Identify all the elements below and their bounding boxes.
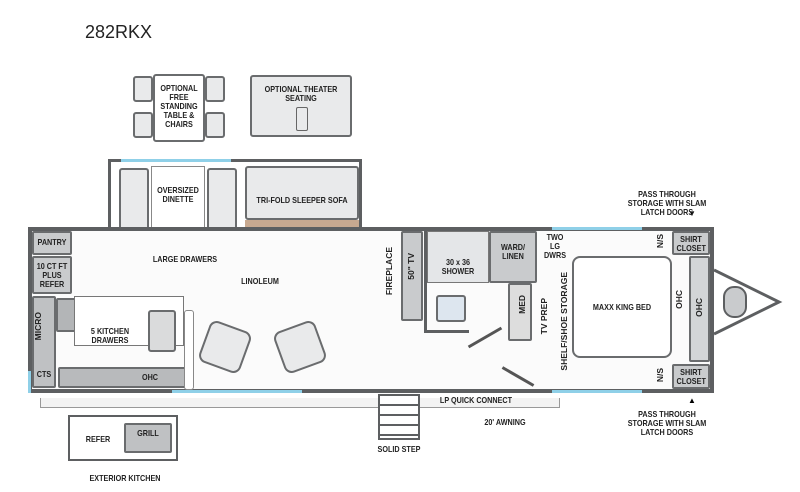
pass-through-top-label: PASS THROUGH STORAGE WITH SLAM LATCH DOO…: [627, 189, 707, 217]
ns-bottom-label: N/S: [655, 368, 665, 383]
shirt-closet-bottom: SHIRT CLOSET: [672, 364, 710, 389]
dinette-label: OVERSIZED DINETTE: [157, 185, 199, 204]
arrow-up-icon: ▲: [688, 396, 696, 405]
stove: [56, 298, 76, 332]
ext-kitchen-label: EXTERIOR KITCHEN: [89, 473, 161, 483]
shower: 30 x 36 SHOWER: [427, 231, 489, 283]
medicine-cabinet: MED: [508, 283, 532, 341]
micro-label: MICRO: [33, 312, 43, 341]
shelf-label: SHELF/SHOE STORAGE: [559, 272, 569, 371]
linoleum-label: LINOLEUM: [241, 276, 279, 286]
awning: [40, 398, 560, 408]
awning-label: 20' AWNING: [484, 417, 526, 427]
exterior-kitchen: REFER GRILL: [68, 415, 178, 461]
optional-table-group: OPTIONAL FREE STANDING TABLE & CHAIRS: [133, 74, 225, 142]
sink: [148, 310, 176, 352]
optional-table-label: OPTIONAL FREE STANDING TABLE & CHAIRS: [160, 83, 198, 129]
refrigerator: 10 CT FT PLUS REFER: [32, 256, 72, 294]
ns-top-label: N/S: [655, 234, 665, 249]
pass-through-bottom-label: PASS THROUGH STORAGE WITH SLAM LATCH DOO…: [627, 409, 707, 437]
ohc-kitchen-label: OHC: [141, 372, 159, 382]
kitchen-drawers-label: 5 KITCHEN DRAWERS: [90, 326, 130, 345]
shirt-closet-label: SHIRT CLOSET: [676, 367, 706, 386]
lp-label: LP QUICK CONNECT: [439, 395, 513, 405]
optional-theater-seating: OPTIONAL THEATER SEATING: [250, 75, 352, 137]
shower-label: 30 x 36 SHOWER: [441, 257, 475, 276]
grill-label: GRILL: [137, 428, 159, 438]
large-drawers-label: LARGE DRAWERS: [146, 255, 224, 264]
ext-refer-label: REFER: [85, 434, 111, 444]
optional-theater-label: OPTIONAL THEATER SEATING: [264, 84, 338, 103]
stove-counter: MICRO CTS: [32, 296, 56, 388]
shirt-closet-top: SHIRT CLOSET: [672, 231, 710, 255]
bed: MAXX KING BED: [572, 256, 672, 358]
bed-label: MAXX KING BED: [592, 302, 652, 312]
fireplace-tv: FIREPLACE 50" TV: [384, 231, 423, 321]
tv-prep-label: TV PREP: [539, 298, 549, 335]
ohc-label: OHC: [674, 290, 684, 309]
bed-ohc: OHC: [689, 256, 710, 362]
med-label: MED: [517, 295, 527, 314]
entry-step: [378, 394, 420, 440]
step-label: SOLID STEP: [377, 444, 421, 454]
fireplace-label: FIREPLACE: [384, 247, 394, 296]
cts-label: CTS: [36, 369, 52, 379]
arrow-down-icon: ▼: [688, 209, 696, 218]
toilet: [436, 295, 466, 322]
shirt-closet-label: SHIRT CLOSET: [676, 234, 706, 253]
sofa-label: TRI-FOLD SLEEPER SOFA: [256, 195, 348, 205]
ohc-label: OHC: [694, 298, 704, 317]
kitchen-ohc: OHC: [58, 367, 186, 388]
refer-label: 10 CT FT PLUS REFER: [36, 261, 68, 289]
tv-label: 50" TV: [406, 253, 416, 280]
floorplan-title: 282RKX: [85, 22, 153, 42]
wardrobe-linen: WARD/ LINEN: [489, 231, 537, 283]
pantry: PANTRY: [32, 231, 72, 255]
grill: GRILL: [124, 423, 172, 453]
ward-label: WARD/ LINEN: [500, 242, 526, 261]
pantry-label: PANTRY: [37, 237, 67, 247]
two-drawers-label: TWO LG DWRS: [543, 232, 567, 260]
cupholder-icon: [296, 107, 308, 131]
hitch-tongue: [713, 262, 784, 342]
